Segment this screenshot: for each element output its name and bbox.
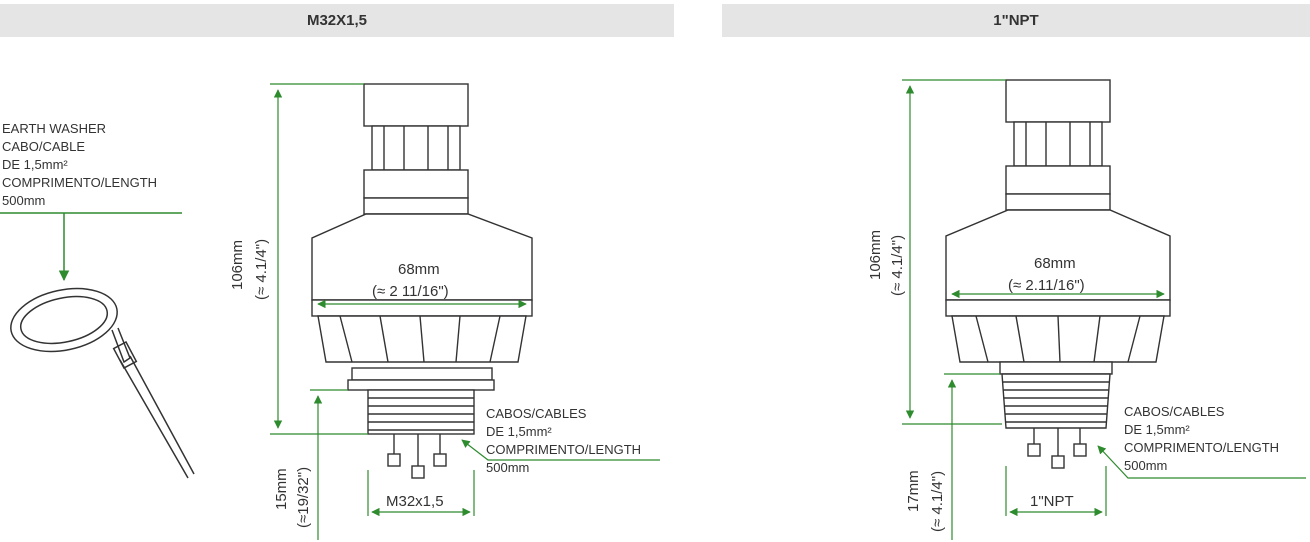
thread-in-npt: (≈ 4.1/4") bbox=[929, 471, 946, 532]
thread-mm-m32: 15mm bbox=[273, 468, 290, 510]
height-mm-npt: 106mm bbox=[867, 230, 884, 280]
thread-label-m32: M32x1,5 bbox=[386, 493, 444, 510]
dimensions-npt bbox=[902, 79, 1306, 540]
width-mm-npt: 68mm bbox=[1034, 255, 1076, 272]
width-mm-m32: 68mm bbox=[398, 261, 440, 278]
washer-note-1: EARTH WASHER bbox=[2, 121, 106, 136]
height-in-npt: (≈ 4.1/4") bbox=[889, 235, 906, 296]
cable-note-npt-1: CABOS/CABLES bbox=[1124, 404, 1225, 419]
device-m32 bbox=[311, 83, 533, 479]
washer-note-5: 500mm bbox=[2, 193, 45, 208]
cable-note-m32-4: 500mm bbox=[486, 460, 529, 475]
cable-note-m32-3: COMPRIMENTO/LENGTH bbox=[486, 442, 641, 457]
cable-note-npt-3: COMPRIMENTO/LENGTH bbox=[1124, 440, 1279, 455]
cable-note-m32-1: CABOS/CABLES bbox=[486, 406, 587, 421]
earth-washer bbox=[0, 212, 195, 479]
cable-note-npt-4: 500mm bbox=[1124, 458, 1167, 473]
width-in-m32: (≈ 2 11/16") bbox=[372, 283, 449, 300]
thread-label-npt: 1"NPT bbox=[1030, 493, 1074, 510]
header-m32: M32X1,5 bbox=[0, 4, 674, 37]
washer-note-4: COMPRIMENTO/LENGTH bbox=[2, 175, 157, 190]
dimensions-m32 bbox=[270, 83, 660, 540]
cable-note-npt-2: DE 1,5mm² bbox=[1124, 422, 1190, 437]
cable-note-m32-2: DE 1,5mm² bbox=[486, 424, 552, 439]
thread-mm-npt: 17mm bbox=[905, 470, 922, 512]
height-mm-m32: 106mm bbox=[229, 240, 246, 290]
washer-note-2: CABO/CABLE bbox=[2, 139, 85, 154]
height-in-m32: (≈ 4.1/4") bbox=[253, 239, 270, 300]
technical-drawing: EARTH WASHER CABO/CABLE DE 1,5mm² COMPRI… bbox=[0, 79, 1306, 540]
header-npt: 1"NPT bbox=[722, 4, 1310, 37]
washer-note-3: DE 1,5mm² bbox=[2, 157, 68, 172]
device-npt bbox=[945, 79, 1171, 469]
width-in-npt: (≈ 2.11/16") bbox=[1008, 277, 1085, 294]
thread-in-m32: (≈19/32") bbox=[295, 467, 312, 528]
